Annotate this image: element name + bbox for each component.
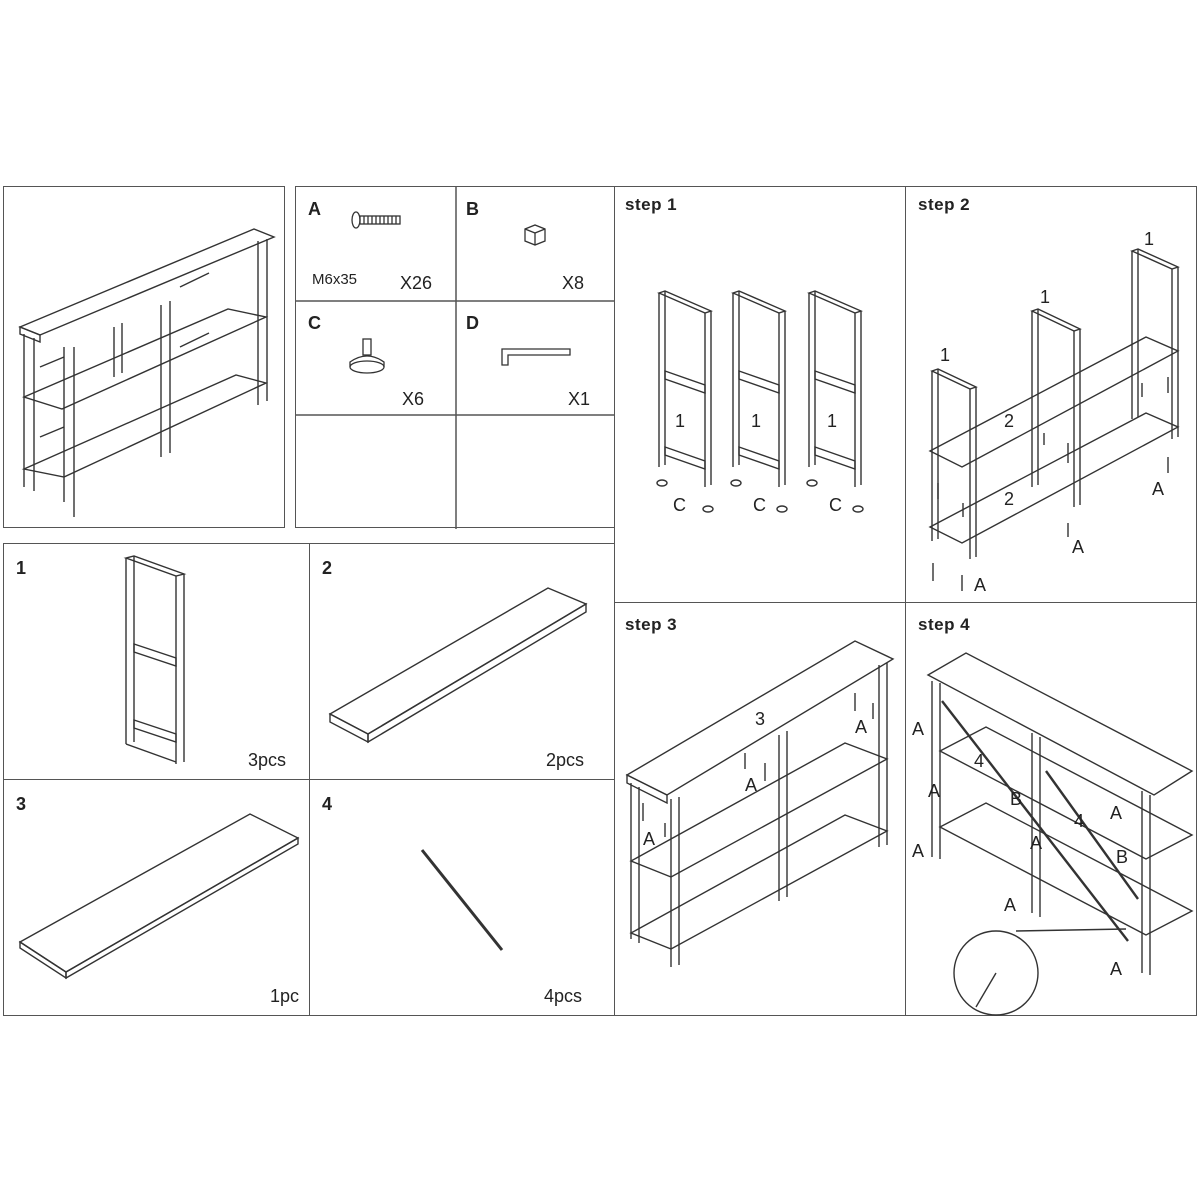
hardware-d-qty: X1 xyxy=(568,389,591,409)
step-2-screw-label: A xyxy=(1152,479,1165,499)
step-3-top-label: 3 xyxy=(755,709,766,729)
step-1-foot-label: C xyxy=(673,495,686,515)
step-2-panel: step 2 1 1 1 2 2 A A A xyxy=(905,186,1197,603)
step-1-frames-drawing xyxy=(656,290,864,513)
hardware-b-letter: B xyxy=(466,199,479,219)
step-3-screw-label: A xyxy=(745,775,758,795)
step-2-frame-label: 1 xyxy=(1144,229,1155,249)
step-2-shelf-label: 2 xyxy=(1004,489,1015,509)
step-4-nut-label: B xyxy=(1116,847,1129,867)
hardware-d-letter: D xyxy=(466,313,479,333)
step-4-screw-label: A xyxy=(1110,803,1123,823)
part-1-number: 1 xyxy=(16,558,27,578)
part-1-panel: 1 3pcs xyxy=(3,543,310,780)
part-4-panel: 4 4pcs xyxy=(309,779,615,1016)
step-1-frame-label: 1 xyxy=(751,411,762,431)
brace-rod-drawing xyxy=(420,849,504,951)
step-1-panel: step 1 1 1 1 C C C xyxy=(614,186,906,603)
step-1-foot-label: C xyxy=(753,495,766,515)
allen-key-icon xyxy=(501,348,571,366)
step-2-screw-label: A xyxy=(1072,537,1085,557)
leveling-foot-icon xyxy=(349,338,385,374)
step-3-screw-label: A xyxy=(643,829,656,849)
part-3-number: 3 xyxy=(16,794,27,814)
screw-icon xyxy=(351,211,401,229)
hardware-table: A M6x35 X26 B X8 C X6 D X1 xyxy=(295,186,616,529)
part-3-panel: 3 1pc xyxy=(3,779,310,1016)
step-3-screw-label: A xyxy=(855,717,868,737)
step-4-screw-label: A xyxy=(912,841,925,861)
hardware-c-letter: C xyxy=(308,313,321,333)
middle-shelf-drawing xyxy=(328,587,588,744)
part-4-number: 4 xyxy=(322,794,333,814)
step-2-shelf-label: 2 xyxy=(1004,411,1015,431)
hardware-a-qty: X26 xyxy=(400,273,433,293)
part-1-qty: 3pcs xyxy=(248,750,287,770)
nut-icon xyxy=(524,224,546,246)
step-4-screw-label: A xyxy=(1030,833,1043,853)
step-2-title: step 2 xyxy=(918,195,971,214)
step-3-panel: step 3 3 A A A xyxy=(614,602,906,1016)
part-2-qty: 2pcs xyxy=(546,750,585,770)
step-1-frame-label: 1 xyxy=(827,411,838,431)
step-4-brace-label: 4 xyxy=(974,751,985,771)
step-4-screw-label: A xyxy=(1110,959,1123,979)
side-frame-drawing xyxy=(123,555,187,764)
step-3-top-drawing xyxy=(625,640,895,967)
hardware-b-qty: X8 xyxy=(562,273,585,293)
step-1-frame-label: 1 xyxy=(675,411,686,431)
step-4-braces-drawing xyxy=(926,652,1194,1016)
step-2-shelves-drawing xyxy=(928,248,1180,591)
step-4-screw-label: A xyxy=(1004,895,1017,915)
step-2-frame-label: 1 xyxy=(1040,287,1051,307)
step-1-foot-label: C xyxy=(829,495,842,515)
step-4-panel: step 4 4 4 A A A A A A A B B xyxy=(905,602,1197,1016)
step-2-screw-label: A xyxy=(974,575,987,595)
step-1-title: step 1 xyxy=(625,195,678,214)
part-2-panel: 2 2pcs xyxy=(309,543,615,780)
step-3-title: step 3 xyxy=(625,615,678,634)
hardware-c-qty: X6 xyxy=(402,389,425,409)
part-3-qty: 1pc xyxy=(270,986,300,1006)
step-4-screw-label: A xyxy=(912,719,925,739)
step-4-brace-label: 4 xyxy=(1074,811,1085,831)
step-2-frame-label: 1 xyxy=(940,345,951,365)
hardware-a-letter: A xyxy=(308,199,321,219)
step-4-title: step 4 xyxy=(918,615,971,634)
overview-shelf-drawing xyxy=(18,228,276,517)
step-4-nut-label: B xyxy=(1010,789,1023,809)
hardware-a-size: M6x35 xyxy=(312,271,358,288)
top-board-drawing xyxy=(18,813,300,980)
step-4-screw-label: A xyxy=(928,781,941,801)
hardware-grid xyxy=(296,187,616,529)
overview-panel xyxy=(3,186,285,528)
part-2-number: 2 xyxy=(322,558,333,578)
part-4-qty: 4pcs xyxy=(544,986,583,1006)
